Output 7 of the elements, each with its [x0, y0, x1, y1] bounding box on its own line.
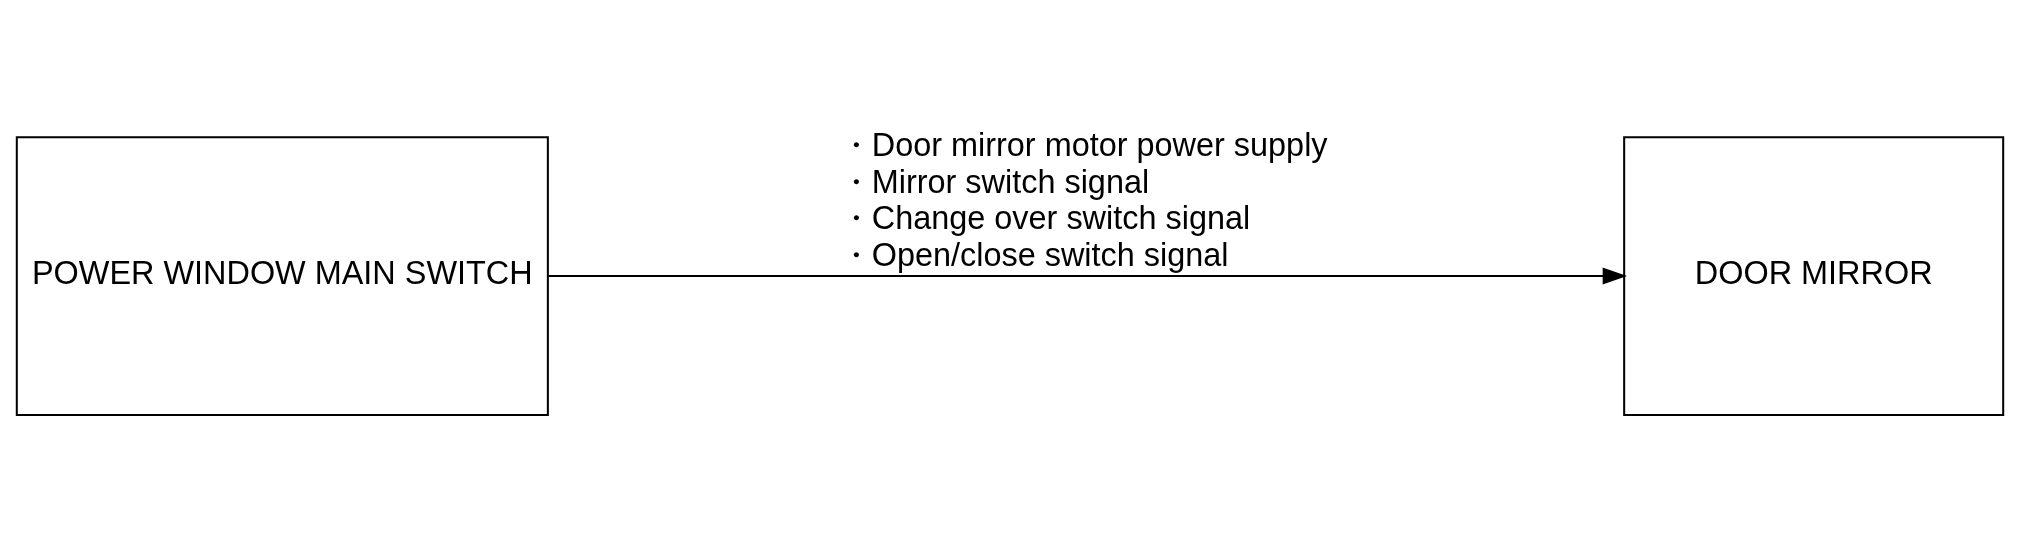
node-box: POWER WINDOW MAIN SWITCH — [15, 135, 549, 416]
edge-label: ・Mirror switch signal — [839, 163, 1150, 200]
node-box: DOOR MIRROR — [1623, 135, 2005, 416]
edge-label: ・Door mirror motor power supply — [839, 126, 1328, 163]
edge-label: ・Change over switch signal — [839, 199, 1251, 236]
arrow — [548, 267, 1627, 285]
edge-label: ・Open/close switch signal — [839, 236, 1229, 273]
